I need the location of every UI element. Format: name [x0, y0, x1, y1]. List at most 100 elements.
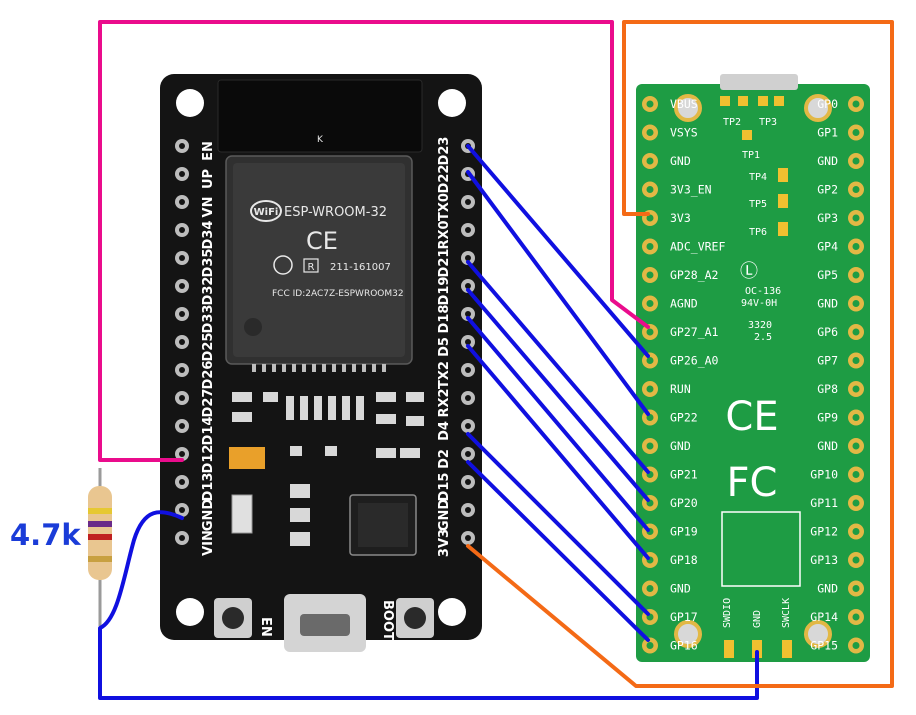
r-mark-box [303, 258, 319, 273]
pico-pin-hole [646, 642, 654, 649]
esp32-pin-hole [179, 367, 185, 373]
pico-left-pin-label: GP20 [670, 496, 698, 510]
pico-left-pin-label: 3V3 [670, 211, 691, 225]
esp32-right-pin-label: TX2 [437, 361, 452, 389]
pico-right-pin-label: GP15 [810, 639, 838, 653]
esp32-right-pin-label: 3V3 [437, 529, 452, 557]
pico-left-pin-label: GP18 [670, 553, 698, 567]
pico-right-pin-label: GP5 [817, 268, 838, 282]
pico-left-pin-label: GP26_A0 [670, 354, 719, 368]
esp32-pin1-dot [244, 318, 262, 336]
esp32-pin-hole [465, 451, 471, 457]
esp32-right-pin-label: D23 [437, 137, 452, 166]
esp32-pin-hole [465, 423, 471, 429]
pico-left-pin-label: ADC_VREF [670, 240, 725, 254]
esp32-pin-hole [465, 395, 471, 401]
esp32-pin-hole [179, 339, 185, 345]
wire-gnd-resistor [98, 510, 759, 700]
usb-uart-chip [349, 494, 417, 556]
pico-pin-hole [852, 100, 860, 108]
wire-d12-gp27 [98, 20, 650, 462]
esp32-pin-hole [179, 479, 185, 485]
pico-ul-mark: Ⓛ [740, 261, 758, 282]
esp32-module-name: ESP-WROOM-32 [284, 205, 387, 220]
pico-right-pin-label: GP8 [817, 382, 838, 396]
resistor-band-violet [88, 521, 112, 527]
pico-pin-hole [852, 414, 860, 421]
esp32-fcc-id: FCC ID:2AC7Z-ESPWROOM32 [272, 289, 404, 299]
esp32-board: K WiFi ESP-WROOM-32 CE R 211-161007 FCC … [160, 74, 482, 652]
esp32-module-inner [233, 163, 405, 357]
pico-pin-hole [646, 157, 654, 165]
esp32-left-pin-label: D14 [201, 417, 216, 446]
esp32-right-pin-label: D18 [437, 305, 452, 334]
pico-right-pin-label: GP10 [810, 468, 838, 482]
esp32-pin-hole [179, 171, 185, 177]
swdio-label: SWDIO [722, 598, 733, 628]
micro-usb-port[interactable] [284, 594, 366, 652]
module-castellations [252, 364, 386, 372]
pico-pin-hole [852, 271, 860, 279]
esp32-pin-hole [465, 283, 471, 289]
esp32-pin-hole [179, 507, 185, 513]
esp32-pin-hole [179, 535, 185, 541]
pico-right-pin-label: GP4 [817, 240, 838, 254]
esp32-pin-hole [465, 507, 471, 513]
wire-d18-gp19 [466, 316, 650, 532]
pico-pin-hole [646, 300, 654, 307]
pico-pin-hole [646, 186, 654, 193]
esp32-right-pin-label: TX0 [437, 193, 452, 221]
tp1-label: TP1 [742, 150, 760, 161]
pico-mount-hole [804, 620, 832, 648]
boot-button[interactable] [396, 598, 434, 638]
pico-pin-hole [852, 186, 860, 193]
pico-left-pin-label: GND [670, 582, 691, 596]
pico-left-pin-label: 3V3_EN [670, 183, 712, 197]
pico-right-pin-label: GP12 [810, 525, 838, 539]
pico-pin-hole [852, 157, 860, 165]
esp32-pin-hole [179, 255, 185, 261]
pico-right-pin-label: GP0 [817, 97, 838, 111]
boot-button-label: BOOT [380, 600, 395, 641]
pico-pin-hole [852, 214, 860, 222]
pico-pin-hole [852, 357, 860, 364]
pico-pin-hole [852, 442, 860, 450]
pico-board: TP2 TP3 TP1 TP4 TP5 TP6 Ⓛ OC-136 94V-0H … [636, 74, 870, 662]
tp3-label: TP3 [759, 117, 777, 128]
esp32-pin-hole [179, 451, 185, 457]
esp32-r-mark: R [308, 262, 315, 273]
esp32-ce-mark: CE [306, 227, 338, 255]
wire-d23-gp26 [466, 144, 650, 358]
resistor-band-red [88, 534, 112, 540]
esp32-pin-hole [465, 479, 471, 485]
pico-pin-hole [646, 328, 654, 336]
tp4-label: TP4 [749, 172, 767, 183]
esp32-pin-hole [465, 367, 471, 373]
pico-left-pin-label: GP27_A1 [670, 325, 719, 339]
esp32-right-pin-label: D5 [437, 337, 452, 357]
esp32-mount-hole [438, 598, 466, 626]
esp32-left-pin-label: D13 [201, 473, 216, 502]
resistor-band-gold [88, 556, 112, 562]
esp32-left-pin-label: D27 [201, 389, 216, 418]
wire-d19-gp20 [466, 288, 650, 502]
en-button[interactable] [214, 598, 252, 638]
pico-right-pin-label: GP3 [817, 211, 838, 225]
pico-mount-hole [674, 94, 702, 122]
wire-3v3-3v3 [466, 20, 894, 688]
pico-right-pin-label: GP7 [817, 354, 838, 368]
pico-left-pin-label: GND [670, 154, 691, 168]
esp32-pin-hole [179, 199, 185, 205]
esp32-right-pin-label: GND [437, 499, 452, 532]
pico-right-pin-label: GND [817, 582, 838, 596]
tp2-label: TP2 [723, 117, 741, 128]
pico-left-pin-label: GP16 [670, 639, 698, 653]
pico-mount-hole [804, 94, 832, 122]
resistor-band-yellow [88, 508, 112, 514]
pico-pin-hole [852, 243, 860, 250]
pico-pin-hole [646, 442, 654, 450]
wire-d2-gp16 [466, 460, 650, 642]
resistor-label: 4.7k [10, 518, 81, 552]
pico-silk-1: OC-136 [745, 286, 781, 297]
pico-pin-hole [646, 214, 654, 222]
